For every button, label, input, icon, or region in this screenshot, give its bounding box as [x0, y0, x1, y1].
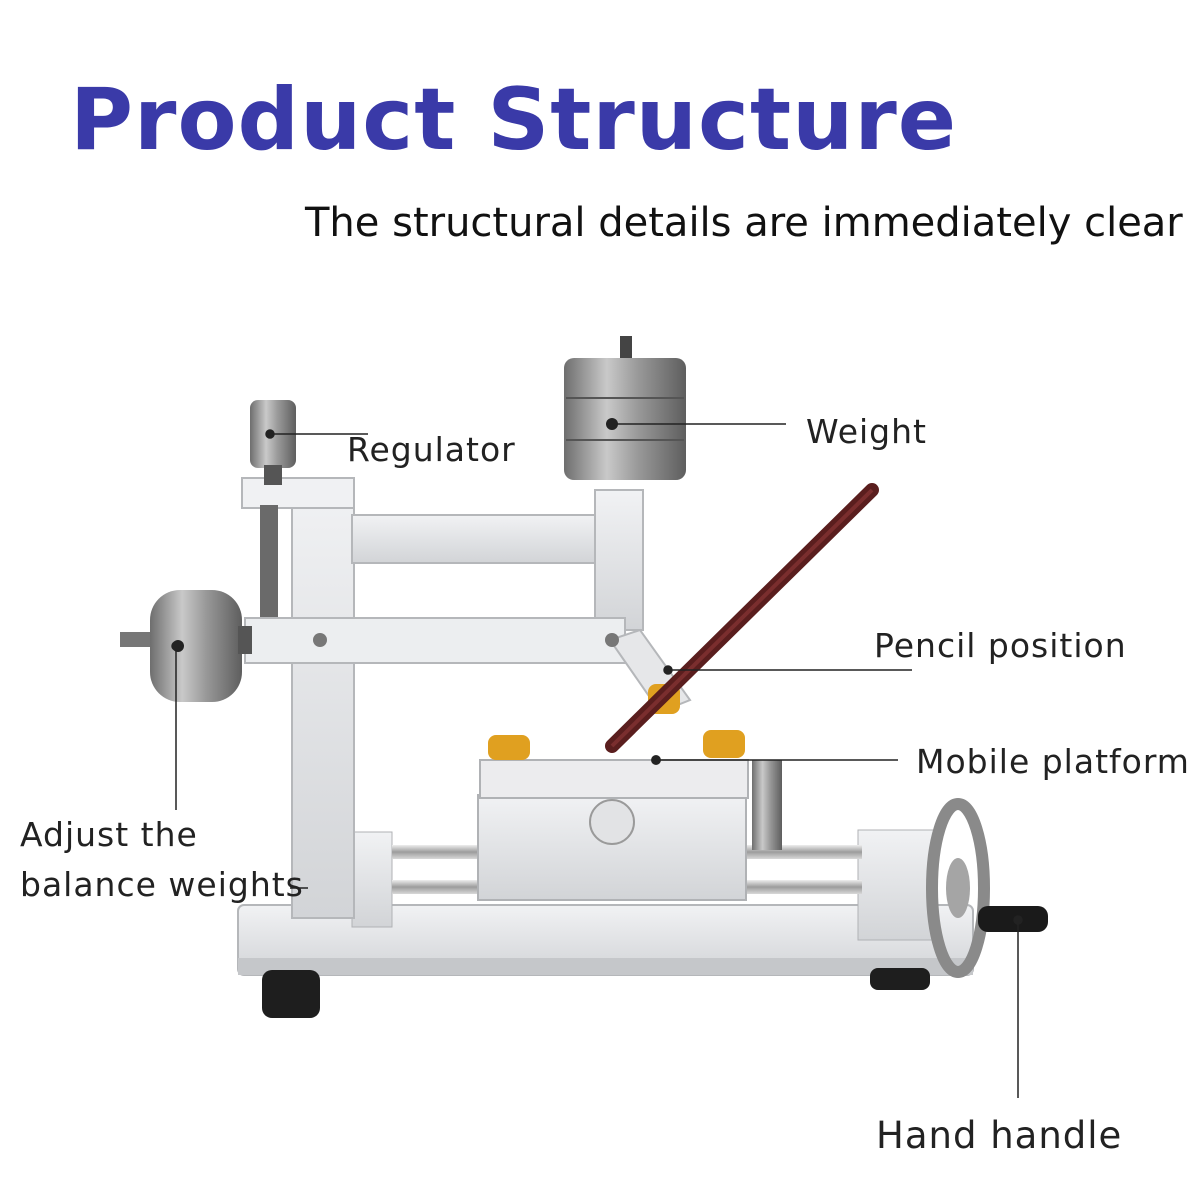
page-title: Product Structure [70, 70, 958, 170]
label-adjust-balance-weights: Adjust the balance weights [20, 815, 304, 904]
label-pencil-position: Pencil position [874, 626, 1127, 665]
support-column [241, 400, 355, 919]
label-mobile-platform: Mobile platform [916, 742, 1190, 781]
page-subtitle: The structural details are immediately c… [305, 200, 1183, 246]
balance-weight [120, 590, 252, 702]
leader-lines [171, 419, 1023, 1098]
label-weight: Weight [806, 412, 927, 451]
base-plate [237, 904, 974, 1018]
label-hand-handle: Hand handle [876, 1114, 1123, 1157]
label-regulator: Regulator [347, 430, 516, 469]
mobile-platform [477, 730, 782, 901]
pencil [605, 483, 879, 753]
top-weight [564, 336, 686, 480]
hand-wheel [926, 798, 1048, 978]
